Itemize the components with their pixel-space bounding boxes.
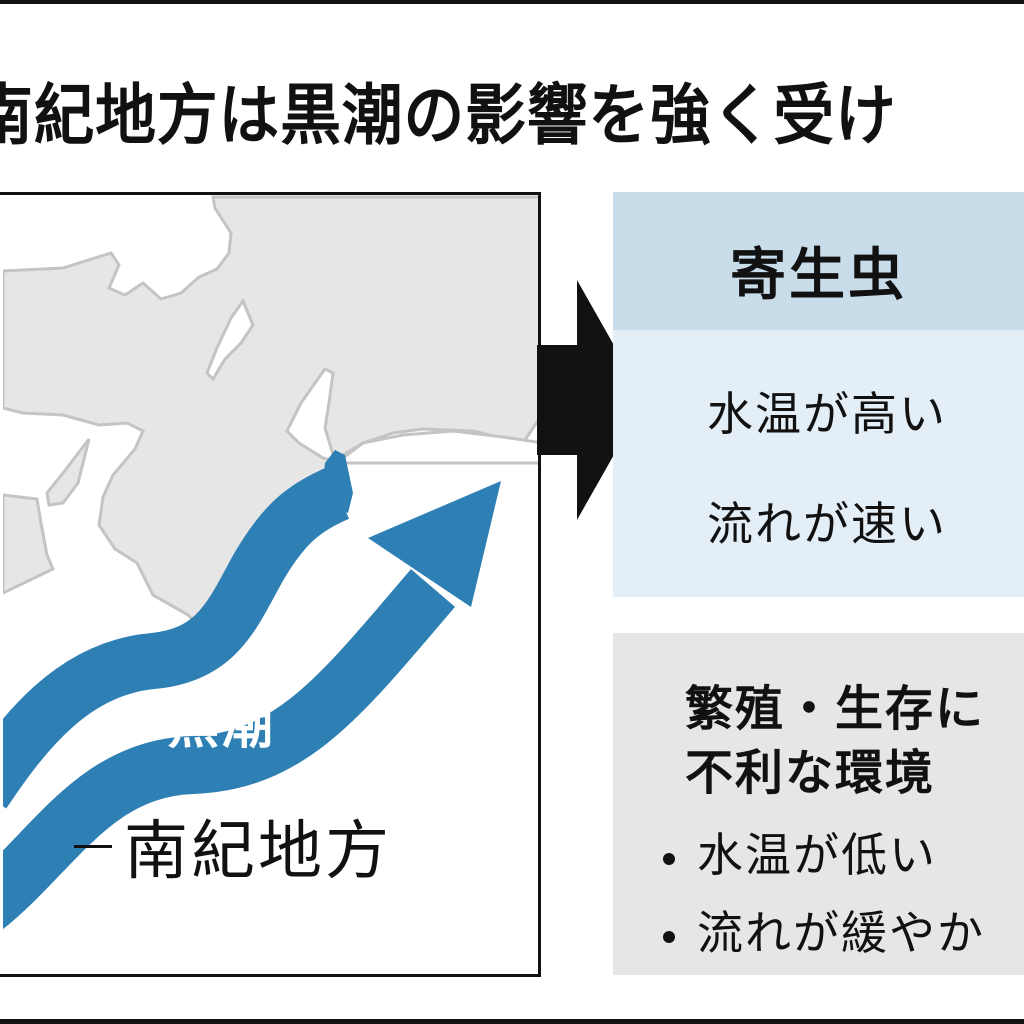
parasite-header-text: 寄生虫 (730, 243, 907, 308)
awaji-island (45, 438, 91, 507)
kuroshio-current-outer (3, 569, 456, 930)
environment-heading-line: 不利な環境 (685, 745, 936, 801)
bullet-text: 流れが緩やか (697, 906, 985, 960)
environment-panel: 繁殖・生存に 不利な環境 水温が低い 流れが緩やか (613, 633, 1024, 975)
bullet-item: 流れが緩やか (663, 897, 985, 963)
ise-bay (285, 367, 338, 464)
parasite-panel: 寄生虫 水温が高い 流れが速い (613, 192, 1024, 597)
bullet-icon (663, 852, 675, 865)
kuroshio-label: 黒潮 (167, 696, 276, 756)
condition-item: 水温が高い (707, 387, 947, 441)
kuroshio-current-hook (321, 450, 353, 513)
bullet-text: 水温が低い (697, 828, 937, 882)
top-border (0, 0, 1024, 4)
kuroshio-arrowhead (368, 481, 501, 607)
kuroshio-current-inner (3, 467, 350, 809)
bullet-item: 水温が低い (663, 819, 937, 885)
right-arrow-icon (537, 280, 645, 520)
shikoku-land (3, 493, 55, 595)
map-panel: 黒潮 南紀地方 (0, 192, 541, 977)
bullet-icon (663, 930, 675, 943)
region-pointer-line (74, 845, 112, 848)
parasite-header: 寄生虫 (613, 192, 1024, 330)
bottom-border (0, 1019, 1024, 1024)
nanki-region-label: 南紀地方 (124, 815, 392, 889)
ise-bay-coast (337, 429, 538, 465)
kii-peninsula-map (3, 195, 538, 930)
lake-biwa (205, 297, 255, 382)
condition-item: 流れが速い (707, 497, 947, 551)
environment-heading-line: 繁殖・生存に (685, 681, 986, 737)
page-title: 南紀地方は黒潮の影響を強く受け (0, 77, 897, 154)
